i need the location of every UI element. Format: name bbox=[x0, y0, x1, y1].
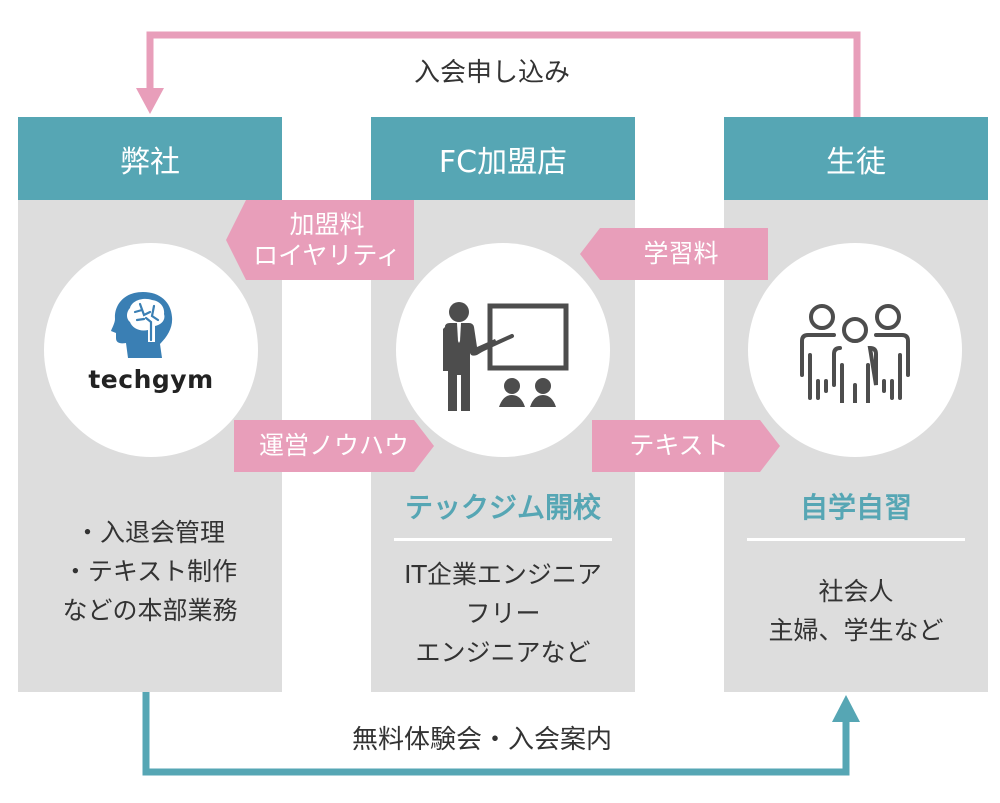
company-logo-circle: techgym bbox=[44, 243, 258, 457]
franchise-line: フリー bbox=[465, 598, 541, 628]
top-flow-arrowhead bbox=[136, 88, 164, 114]
teacher-whiteboard-icon bbox=[443, 302, 569, 411]
column-head-franchise: FC加盟店 bbox=[371, 117, 635, 200]
top-flow-line bbox=[146, 31, 861, 117]
franchise-line: IT企業エンジニア bbox=[404, 560, 602, 589]
column-head-students: 生徒 bbox=[724, 117, 988, 200]
royalty-tag: 加盟料 ロイヤリティ bbox=[226, 200, 414, 280]
techgym-brain-logo-icon bbox=[111, 292, 173, 358]
bottom-flow-line bbox=[142, 692, 850, 776]
group-people-icon bbox=[800, 304, 910, 403]
knowhow-tag: 運営ノウハウ bbox=[234, 420, 434, 472]
franchise-line: エンジニアなど bbox=[415, 637, 591, 667]
students-divider bbox=[747, 538, 965, 541]
techgym-logo-text: techgym bbox=[88, 365, 214, 394]
company-line: ・入退会管理 bbox=[74, 518, 225, 547]
students-line: 主婦、学生など bbox=[768, 615, 944, 645]
tuition-tag: 学習料 bbox=[580, 228, 768, 280]
franchise-subtitle: テックジム開校 bbox=[404, 491, 601, 524]
company-description: ・入退会管理 ・テキスト制作 などの本部業務 bbox=[18, 514, 282, 630]
royalty-tag-line: ロイヤリティ bbox=[253, 241, 401, 270]
top-flow-label: 入会申し込み bbox=[414, 58, 571, 88]
students-subtitle: 自学自習 bbox=[799, 491, 912, 524]
royalty-tag-line: 加盟料 bbox=[289, 209, 365, 239]
bottom-flow-label: 無料体験会・入会案内 bbox=[352, 725, 613, 755]
text-tag-label: テキスト bbox=[629, 431, 729, 461]
tuition-tag-label: 学習料 bbox=[643, 239, 719, 269]
students-description: 社会人 主婦、学生など bbox=[724, 573, 988, 651]
students-icon-circle bbox=[748, 243, 962, 457]
franchise-icon-circle bbox=[396, 243, 610, 457]
students-line: 社会人 bbox=[818, 577, 894, 606]
column-head-company: 弊社 bbox=[18, 117, 282, 200]
franchise-description: IT企業エンジニア フリー エンジニアなど bbox=[371, 556, 635, 672]
bottom-flow-arrowhead bbox=[832, 695, 860, 722]
text-tag: テキスト bbox=[592, 420, 780, 472]
company-line: などの本部業務 bbox=[62, 595, 238, 625]
franchise-divider bbox=[394, 538, 612, 541]
company-line: ・テキスト制作 bbox=[62, 556, 238, 586]
